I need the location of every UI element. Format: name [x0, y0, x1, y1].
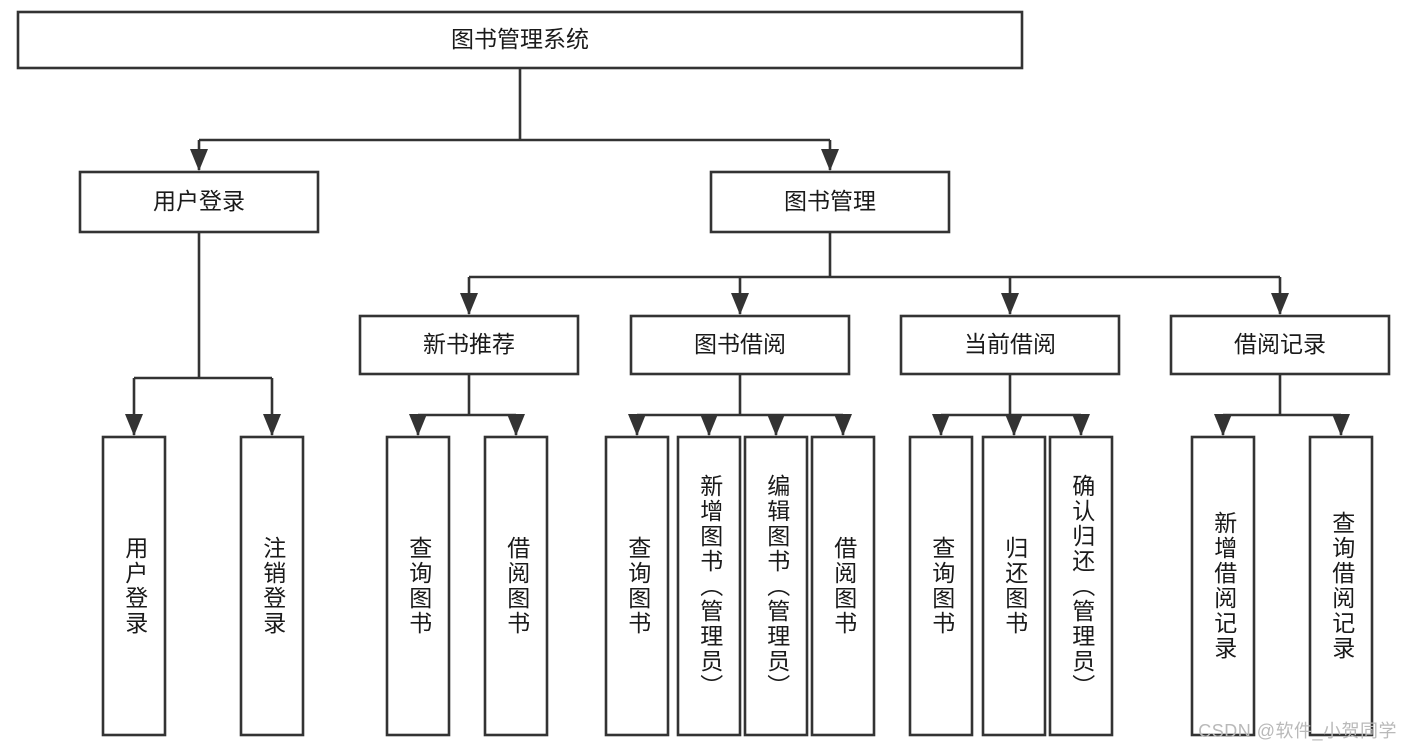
- node-root-label: 图书管理系统: [451, 26, 589, 52]
- node-leaf-logout-box[interactable]: [239, 435, 305, 737]
- node-root-box[interactable]: [16, 10, 1024, 70]
- arrow-head-icon: [821, 149, 839, 171]
- node-leaf-query-book-borrow-box[interactable]: [604, 435, 670, 737]
- node-leaf-add-book-box[interactable]: [676, 435, 742, 737]
- node-leaf-query-book-cur-box[interactable]: [908, 435, 974, 737]
- node-leaf-edit-book-box[interactable]: [743, 435, 809, 737]
- arrow-head-icon: [1332, 414, 1350, 436]
- arrow-head-icon: [1214, 414, 1232, 436]
- node-leaf-confirm-return-box[interactable]: [1048, 435, 1114, 737]
- node-leaf-query-book-rec-box[interactable]: [385, 435, 451, 737]
- node-leaf-user-login-box[interactable]: [101, 435, 167, 737]
- arrow-head-icon: [932, 414, 950, 436]
- arrow-head-icon: [409, 414, 427, 436]
- node-borrow-record-label: 借阅记录: [1234, 331, 1326, 357]
- arrow-head-icon: [190, 149, 208, 171]
- arrow-head-icon: [628, 414, 646, 436]
- arrow-head-icon: [460, 293, 478, 315]
- node-book-manage-box[interactable]: [709, 170, 951, 234]
- arrow-head-icon: [1005, 414, 1023, 436]
- node-leaf-borrow-book-rec-box[interactable]: [483, 435, 549, 737]
- edge-layer: [125, 68, 1350, 436]
- node-leaf-query-record-box[interactable]: [1308, 435, 1374, 737]
- arrow-head-icon: [1271, 293, 1289, 315]
- csdn-watermark: CSDN @软件_小贺同学: [1198, 721, 1397, 741]
- arrow-head-icon: [700, 414, 718, 436]
- node-book-borrow-label: 图书借阅: [694, 331, 786, 357]
- arrow-head-icon: [834, 414, 852, 436]
- arrow-head-icon: [731, 293, 749, 315]
- arrow-head-icon: [125, 414, 143, 436]
- arrow-head-icon: [507, 414, 525, 436]
- node-leaf-add-record-box[interactable]: [1190, 435, 1256, 737]
- arrow-head-icon: [767, 414, 785, 436]
- arrow-head-icon: [1001, 293, 1019, 315]
- node-user-login-box[interactable]: [78, 170, 320, 234]
- node-book-borrow-box[interactable]: [629, 314, 851, 376]
- node-current-borrow-box[interactable]: [899, 314, 1121, 376]
- node-leaf-return-book-box[interactable]: [981, 435, 1047, 737]
- arrow-head-icon: [1072, 414, 1090, 436]
- arrow-head-icon: [263, 414, 281, 436]
- node-book-manage-label: 图书管理: [784, 188, 876, 214]
- node-borrow-record-box[interactable]: [1169, 314, 1391, 376]
- node-new-book-rec-label: 新书推荐: [423, 331, 515, 357]
- node-new-book-rec-box[interactable]: [358, 314, 580, 376]
- node-current-borrow-label: 当前借阅: [964, 331, 1056, 357]
- node-leaf-borrow-book-box[interactable]: [810, 435, 876, 737]
- node-user-login-label: 用户登录: [153, 188, 245, 214]
